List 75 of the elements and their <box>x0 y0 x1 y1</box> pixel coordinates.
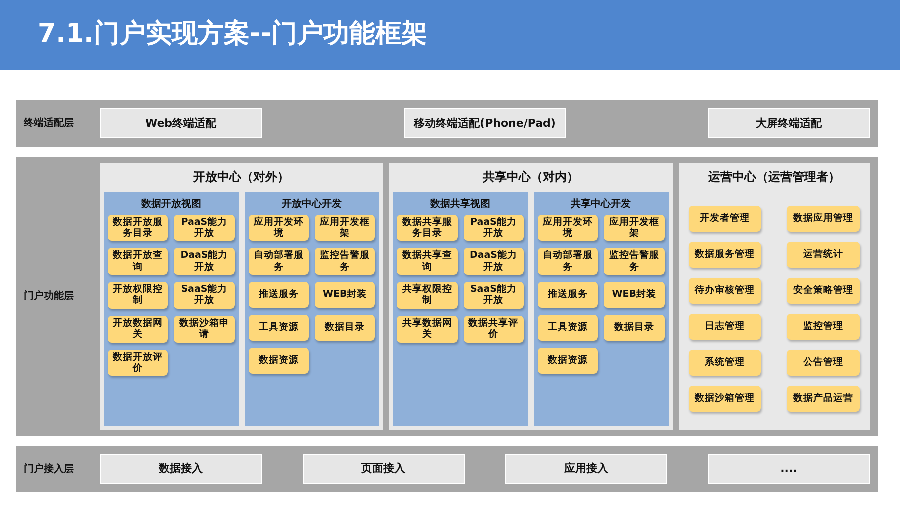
module-box: 监控告警服务 <box>314 248 376 276</box>
view-panel <box>244 192 380 426</box>
module-box: SaaS能力开放 <box>174 282 235 309</box>
module-box: 公告管理 <box>787 350 860 376</box>
layer-item-box: 页面接入 <box>302 454 465 484</box>
center-panel <box>678 162 870 430</box>
module-box: 数据服务管理 <box>688 242 762 268</box>
module-box: 推送服务 <box>248 282 309 308</box>
module-box: DaaS能力开放 <box>174 248 235 276</box>
module-box: SaaS能力开放 <box>464 282 524 309</box>
panel-title: 运营中心（运营管理者） <box>707 168 842 186</box>
module-box: 监控管理 <box>787 314 860 340</box>
layer-band <box>16 156 878 436</box>
layer-item-box: .... <box>708 454 870 484</box>
module-box: 数据产品运营 <box>787 386 860 412</box>
module-box: 安全策略管理 <box>787 278 860 304</box>
panel-title: 开放中心（对外） <box>192 168 291 186</box>
view-title: 共享中心开发 <box>570 197 632 210</box>
view-panel <box>534 192 668 426</box>
layer-item-box: 数据接入 <box>100 454 262 484</box>
module-box: 开发者管理 <box>688 206 762 232</box>
center-panel <box>389 162 672 430</box>
module-box: 数据开放服务目录 <box>108 214 168 242</box>
module-box: 数据资源 <box>248 348 309 374</box>
center-panel <box>100 162 384 430</box>
title: 7.1.门户实现方案--门户功能框架 <box>38 18 428 51</box>
layer-item-box: Web终端适配 <box>100 108 262 138</box>
module-box: 数据应用管理 <box>787 206 860 232</box>
module-box: 待办审核管理 <box>688 278 762 304</box>
module-box: 运营统计 <box>787 242 860 268</box>
layer-label: 终端适配层 <box>24 116 75 130</box>
module-box: 工具资源 <box>538 315 598 342</box>
module-box: 数据沙箱申请 <box>174 316 235 343</box>
module-box: 开放数据网关 <box>108 316 168 343</box>
module-box: 共享权限控制 <box>397 282 458 309</box>
module-box: WEB封装 <box>604 282 664 308</box>
view-title: 数据共享视图 <box>429 197 492 210</box>
module-box: 应用开发环境 <box>248 214 309 242</box>
module-box: 开放权限控制 <box>108 282 168 309</box>
layer-band <box>16 446 878 492</box>
view-panel <box>393 192 528 426</box>
layer-label: 门户功能层 <box>24 289 75 303</box>
module-box: 数据资源 <box>538 348 598 374</box>
layer-item-box: 大屏终端适配 <box>708 108 870 138</box>
module-box: 日志管理 <box>688 314 762 340</box>
module-box: 数据开放查询 <box>108 248 168 276</box>
module-box: PaaS能力开放 <box>464 214 524 242</box>
layer-label: 门户接入层 <box>24 462 75 476</box>
layer-item-box: 应用接入 <box>505 454 668 484</box>
module-box: 数据开放评价 <box>108 350 168 376</box>
module-box: 监控告警服务 <box>604 248 664 276</box>
layer-band <box>16 100 878 146</box>
module-box: 自动部署服务 <box>538 248 598 276</box>
module-box: 数据共享评价 <box>464 316 524 343</box>
module-box: 数据共享查询 <box>397 248 458 276</box>
module-box: 自动部署服务 <box>248 248 309 276</box>
module-box: 数据目录 <box>604 315 664 342</box>
module-box: 推送服务 <box>538 282 598 308</box>
view-panel <box>104 192 239 426</box>
view-title: 数据开放视图 <box>140 198 202 210</box>
module-box: 共享数据网关 <box>397 316 458 343</box>
module-box: 应用开发环境 <box>538 214 598 242</box>
module-box: DaaS能力开放 <box>464 248 524 276</box>
module-box: 数据目录 <box>314 315 376 342</box>
panel-title: 共享中心（对内） <box>482 168 580 186</box>
module-box: 数据共享服务目录 <box>397 214 458 242</box>
module-box: 工具资源 <box>248 315 309 342</box>
module-box: 数据沙箱管理 <box>688 386 762 412</box>
module-box: 应用开发框架 <box>604 214 664 242</box>
module-box: WEB封装 <box>314 282 376 308</box>
layer-item-box: 移动终端适配(Phone/Pad) <box>404 108 566 138</box>
view-title: 开放中心开发 <box>280 197 343 210</box>
module-box: PaaS能力开放 <box>174 214 235 242</box>
module-box: 系统管理 <box>688 350 762 376</box>
module-box: 应用开发框架 <box>314 214 376 242</box>
